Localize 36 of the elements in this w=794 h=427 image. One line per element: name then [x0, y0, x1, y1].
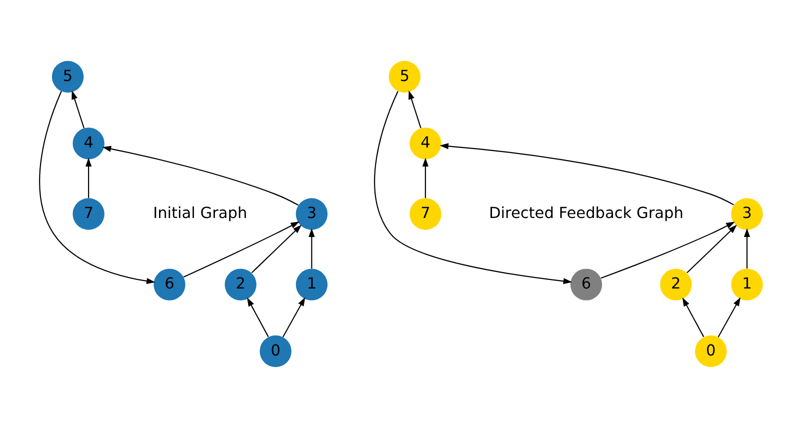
arrow: [408, 90, 422, 128]
node-circle: 1: [296, 268, 328, 300]
arrow: [102, 145, 299, 206]
arrow: [374, 90, 572, 284]
node-circle: 4: [410, 127, 442, 159]
arrow: [422, 157, 428, 198]
arrow: [39, 90, 156, 284]
node-circle: 0: [695, 334, 727, 367]
node-circle: 0: [260, 334, 292, 367]
node-circle: 5: [52, 60, 84, 92]
node-circle: 3: [296, 198, 328, 230]
arrow: [440, 142, 734, 205]
arrow: [744, 228, 750, 268]
node-circle: 7: [72, 198, 104, 230]
arrow: [282, 296, 306, 337]
node-circle: 3: [731, 198, 763, 230]
node-circle: 6: [154, 268, 186, 300]
arrow: [718, 296, 741, 337]
node-circle: 5: [388, 60, 421, 92]
arrow: [86, 157, 92, 198]
arrow: [72, 90, 84, 128]
node-circle: 6: [570, 268, 602, 300]
arrow: [682, 297, 704, 337]
node-circle: 1: [731, 268, 763, 300]
node-circle: 2: [224, 268, 256, 300]
arrow: [247, 297, 269, 337]
node-circle: 4: [72, 127, 104, 159]
arrow: [686, 224, 737, 273]
node-circle: 7: [410, 198, 442, 230]
arrow: [308, 228, 315, 268]
arrow: [251, 224, 302, 273]
label: Directed Feedback Graph: [489, 204, 684, 222]
node-circle: 2: [660, 268, 692, 300]
label: Initial Graph: [153, 204, 248, 222]
arrow: [183, 221, 300, 278]
arrow: [600, 221, 735, 278]
